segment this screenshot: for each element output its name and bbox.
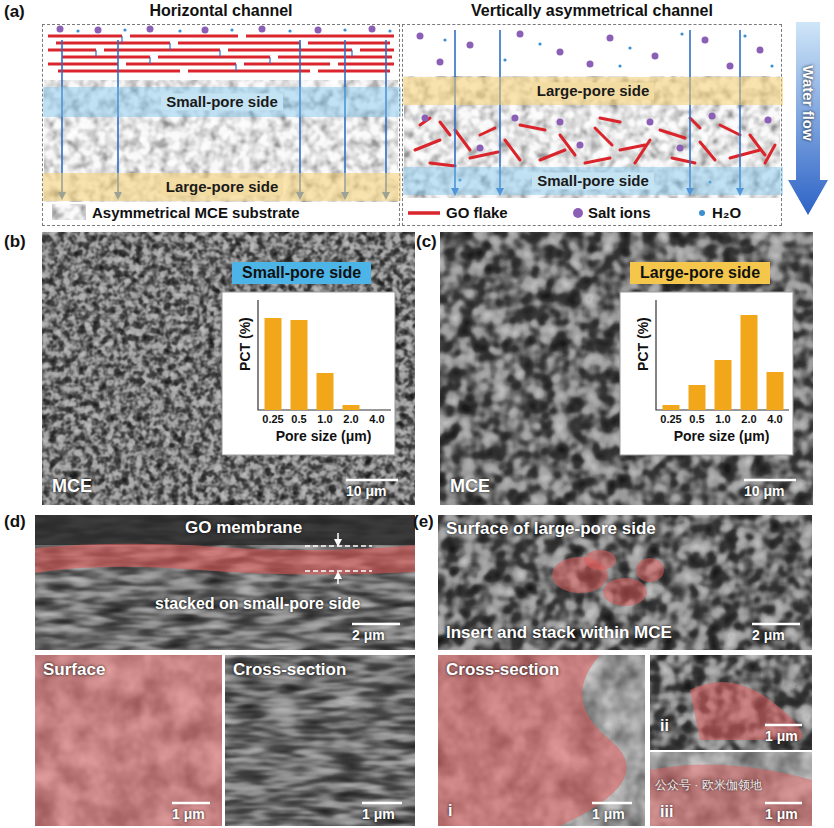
watermark: 公众号 · 欧米伽领地 (655, 779, 762, 793)
panel-letter: (e) (413, 512, 434, 532)
tick-label: 1.0 (708, 413, 738, 426)
image-label: stacked on small-pore side (155, 595, 360, 613)
sem-image: Cross-section (225, 655, 415, 826)
axis-title: Pore size (μm) (252, 428, 395, 444)
tick-label: 0.25 (656, 413, 686, 426)
scale-bars (172, 480, 802, 803)
sem-image: MCE Small-pore sidePCT (%) Pore size (μm) (42, 232, 415, 505)
pore-histograms (222, 292, 793, 455)
scale-bar-label: 1 μm (765, 806, 798, 822)
scale-bar-label: 1 μm (592, 806, 625, 822)
arrow-label: Water flow (799, 65, 816, 140)
channel-panel: Horizontal channelSmall-pore sideLarge-p… (42, 24, 400, 226)
water-flow-arrow-shape (788, 22, 828, 215)
scale-bar-label: 10 μm (744, 483, 784, 499)
band-label: Large-pore side (532, 82, 655, 99)
tick-label: 4.0 (362, 413, 392, 426)
sem-images (35, 232, 813, 826)
tick-label: 1.0 (310, 413, 340, 426)
sem-image: Surface (35, 655, 222, 826)
image-label: GO membrane (185, 518, 302, 538)
tick-label: 2.0 (734, 413, 764, 426)
legend-text: Salt ions (588, 204, 651, 221)
channel-panel: Vertically asymmetrical channelLarge-por… (402, 24, 782, 226)
legend-text: GO flake (446, 204, 508, 221)
tick-label: 2.0 (336, 413, 366, 426)
axis-title: PCT (%) (635, 304, 651, 384)
panel-letter: (d) (4, 512, 26, 532)
subpanel-number: ii (660, 717, 669, 735)
legend-text: H₂O (712, 204, 741, 221)
axis-title: Pore size (μm) (650, 428, 793, 444)
side-badge: Small-pore side (232, 262, 371, 284)
side-badge: Large-pore side (630, 262, 770, 284)
scale-bar-label: 2 μm (752, 627, 785, 643)
image-label: Insert and stack within MCE (446, 623, 672, 643)
subpanel-number: iii (660, 803, 673, 821)
scale-bar-label: 2 μm (352, 627, 385, 643)
pore-side-band: Large-pore side (403, 77, 783, 105)
pore-size-histogram: PCT (%) Pore size (μm) (222, 292, 395, 455)
panel-letter: (a) (4, 2, 25, 22)
axis-title: PCT (%) (237, 304, 253, 384)
sem-image: Cross-section i (438, 655, 645, 826)
tick-label: 0.25 (258, 413, 288, 426)
pore-size-histogram: PCT (%) Pore size (μm) (620, 292, 793, 455)
subpanel-number: i (448, 802, 452, 820)
panel-heading: Horizontal channel (43, 2, 399, 20)
scale-bar-label: 1 μm (172, 806, 205, 822)
pore-side-band: Small-pore side (43, 87, 401, 117)
tick-label: 4.0 (760, 413, 790, 426)
water-flow-arrow: Water flow (787, 22, 828, 215)
pore-side-band: Small-pore side (403, 167, 783, 195)
badge-label: Small-pore side (242, 264, 361, 282)
sample-label: MCE (52, 476, 92, 497)
legend-text: Asymmetrical MCE substrate (92, 204, 300, 221)
image-label: Surface of large-pore side (446, 519, 656, 539)
panel-letter: (c) (416, 232, 437, 252)
sem-image: MCE Large-pore sidePCT (%) Pore size (μm) (440, 232, 813, 505)
scale-bar-label: 1 μm (362, 806, 395, 822)
badge-label: Large-pore side (640, 264, 760, 282)
panel-letter: (b) (4, 232, 26, 252)
image-label: Cross-section (446, 660, 559, 680)
tick-label: 0.5 (682, 413, 712, 426)
band-label: Large-pore side (161, 178, 284, 195)
sample-label: MCE (450, 476, 490, 497)
band-label: Small-pore side (532, 172, 654, 189)
image-label: Surface (43, 660, 105, 680)
pore-side-band: Large-pore side (43, 173, 401, 201)
image-label: Cross-section (233, 660, 346, 680)
panel-heading: Vertically asymmetrical channel (403, 2, 781, 20)
scale-bar-label: 1 μm (765, 728, 798, 744)
tick-label: 0.5 (284, 413, 314, 426)
band-label: Small-pore side (161, 93, 283, 110)
scale-bar-label: 10 μm (346, 483, 386, 499)
